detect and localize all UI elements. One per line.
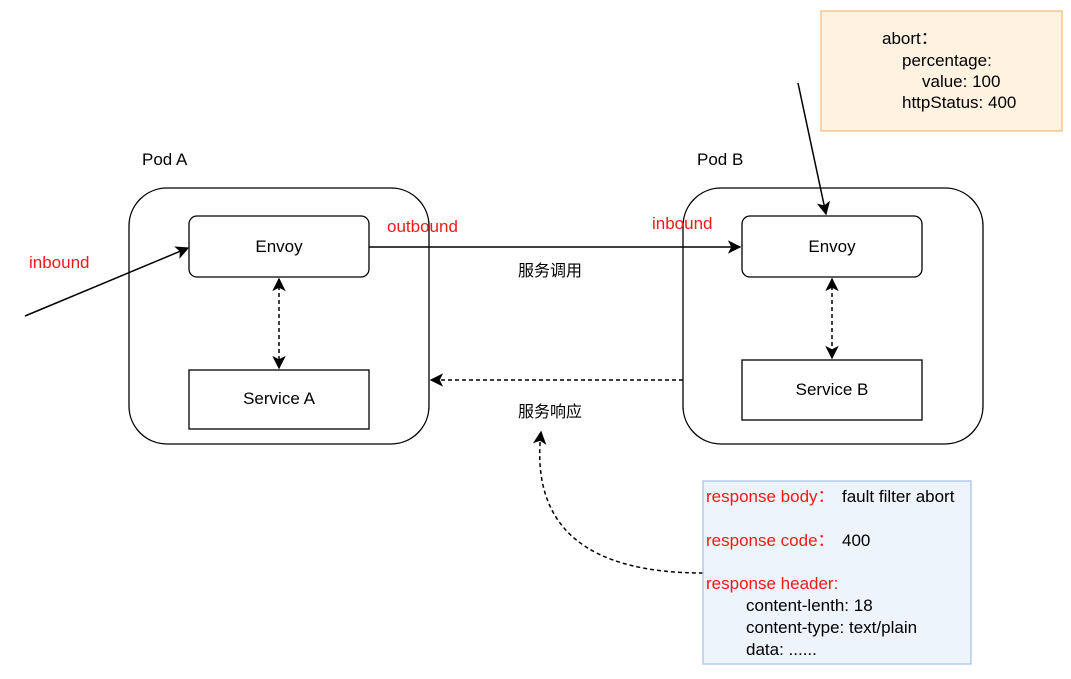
service-response-label: 服务响应: [518, 402, 582, 421]
inbound-label-left: inbound: [29, 253, 90, 272]
service-a-box: [188, 369, 370, 430]
abort-line-1: abort：: [882, 29, 938, 48]
response-header-line-3: data: ......: [746, 640, 817, 659]
response-note: [702, 480, 972, 665]
abort-config-note: [820, 10, 1063, 132]
envoy-a-label: Envoy: [255, 237, 303, 256]
service-a-label: Service A: [243, 389, 315, 408]
response-header-key: response header:: [706, 574, 838, 593]
inbound-label-b: inbound: [652, 214, 713, 233]
response-code-value: 400: [842, 531, 870, 550]
response-body-value: fault filter abort: [842, 487, 955, 506]
abort-line-3: value: 100: [922, 72, 1000, 91]
envoy-b-box: [741, 215, 923, 278]
response-header-line-2: content-type: text/plain: [746, 618, 917, 637]
pod-a-label: Pod A: [142, 150, 188, 169]
service-b-box: [741, 359, 923, 421]
response-note-arrow: [532, 430, 704, 574]
envoy-b-label: Envoy: [808, 237, 856, 256]
abort-line-4: httpStatus: 400: [902, 93, 1016, 112]
abort-note-arrow: [797, 82, 831, 216]
inbound-arrow-a: [24, 246, 190, 317]
service-b-label: Service B: [796, 380, 869, 399]
response-body-key: response body：: [706, 487, 835, 506]
response-header-line-1: content-lenth: 18: [746, 596, 873, 615]
service-call-label: 服务调用: [518, 261, 582, 280]
abort-line-2: percentage:: [902, 51, 992, 70]
outbound-label: outbound: [387, 217, 458, 236]
pod-b-label: Pod B: [697, 150, 743, 169]
response-code-key: response code：: [706, 531, 835, 550]
